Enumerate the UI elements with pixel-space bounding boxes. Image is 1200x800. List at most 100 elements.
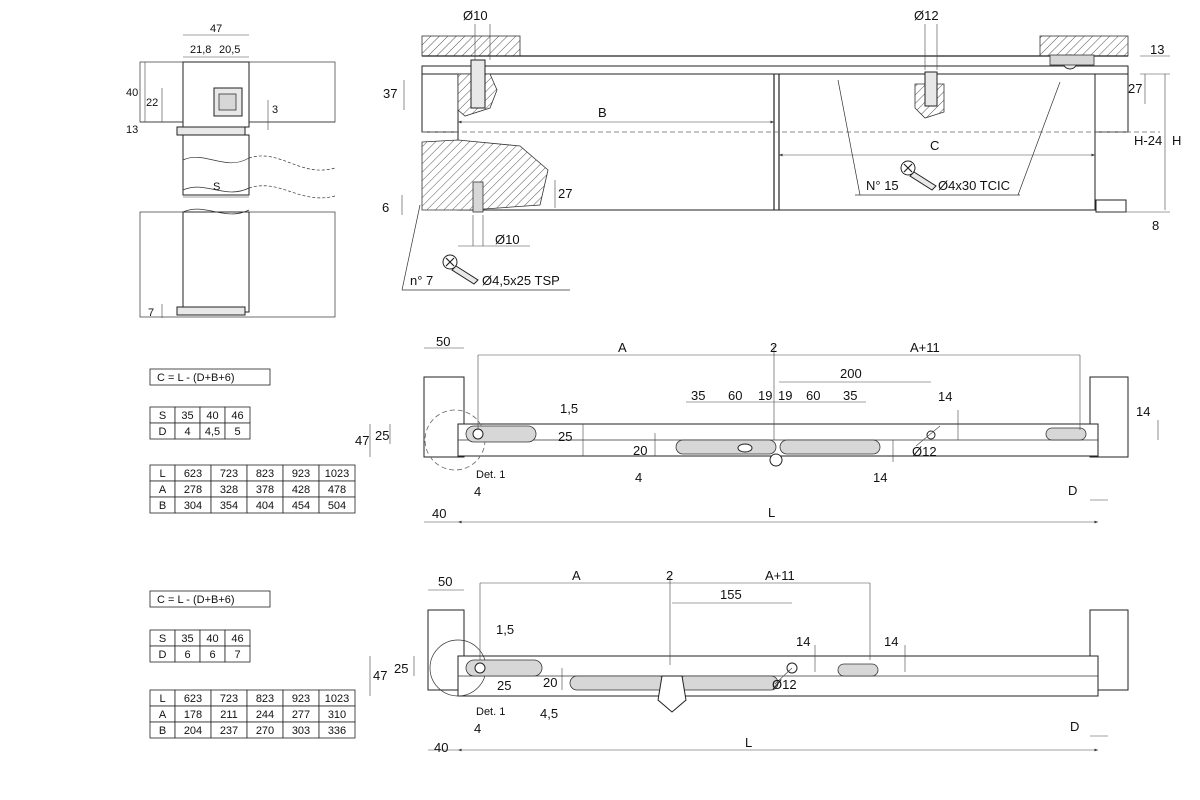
dim-14a-middle: 14 xyxy=(938,389,952,404)
table-cell-text: 328 xyxy=(220,484,238,496)
table-cell-text: 504 xyxy=(328,500,346,512)
dim-a-bottom: A xyxy=(572,568,581,583)
dim-40: 40 xyxy=(126,87,138,99)
dim-60a: 60 xyxy=(728,388,742,403)
dim-4-middle-a: 4 xyxy=(635,470,642,485)
table-cell-text: 478 xyxy=(328,484,346,496)
table-cell-text: 178 xyxy=(184,709,202,721)
dim-47-middle: 47 xyxy=(355,433,369,448)
dim-a-middle: A xyxy=(618,340,627,355)
dim-13-right: 13 xyxy=(1150,42,1164,57)
dim-47-bottom: 47 xyxy=(373,668,387,683)
middle-plan-view: A 2 A+11 50 200 35 60 19 19 60 35 1,5 25… xyxy=(355,334,1159,524)
table-cell-text: 404 xyxy=(256,500,274,512)
dim-d12-top: Ø12 xyxy=(914,8,939,23)
table-cell-text: 4,5 xyxy=(205,426,220,438)
table-cell-text: 378 xyxy=(256,484,274,496)
dim-d10-bottom: Ø10 xyxy=(495,232,520,247)
screw-tcic-spec: Ø4x30 TCIC xyxy=(938,178,1010,193)
formula-bottom: C = L - (D+B+6) xyxy=(157,594,235,606)
ceiling-right xyxy=(1039,35,1129,57)
dim-2-middle: 2 xyxy=(770,340,777,355)
dim-c: C xyxy=(930,138,939,153)
dim-14a-bottom: 14 xyxy=(796,634,810,649)
table-cell-text: 310 xyxy=(328,709,346,721)
dim-d-bottom: D xyxy=(1070,719,1079,734)
table-cell-text: 1023 xyxy=(325,468,349,480)
dim-h-24: H-24 xyxy=(1134,133,1162,148)
table-cell-text: 1023 xyxy=(325,693,349,705)
table-cell-text: 244 xyxy=(256,709,274,721)
table-cell-text: 35 xyxy=(181,633,193,645)
dim-14c-middle: 14 xyxy=(873,470,887,485)
dim-d10-top: Ø10 xyxy=(463,8,488,23)
dim-200: 200 xyxy=(840,366,862,381)
table-cell-text: D xyxy=(159,649,167,661)
table-cell-text: B xyxy=(159,500,166,512)
dim-2-bottom: 2 xyxy=(666,568,673,583)
table-cell-text: 454 xyxy=(292,500,310,512)
dim-35a: 35 xyxy=(691,388,705,403)
door-leaf-front xyxy=(457,73,1096,211)
front-elevation-view: Ø10 Ø12 37 B C 13 27 H-24 H 8 27 6 Ø10 xyxy=(382,8,1181,291)
screw-icon-tsp: n° 7 Ø4,5x25 TSP xyxy=(401,204,570,291)
table-cell-text: 623 xyxy=(184,693,202,705)
screw-tsp-spec: Ø4,5x25 TSP xyxy=(482,273,560,288)
table-cell-text: 6 xyxy=(184,649,190,661)
table-cell-text: A xyxy=(159,709,167,721)
dim-14b-bottom: 14 xyxy=(884,634,898,649)
table-cell-text: 923 xyxy=(292,693,310,705)
dim-20-5: 20,5 xyxy=(219,44,240,56)
table-cell-text: 7 xyxy=(234,649,240,661)
dim-13: 13 xyxy=(126,124,138,136)
table-cell-text: B xyxy=(159,725,166,737)
table-cell-text: L xyxy=(159,468,165,480)
dim-25-bottom-l: 25 xyxy=(394,661,408,676)
table-cell-text: 204 xyxy=(184,725,202,737)
table-cell-text: 237 xyxy=(220,725,238,737)
table-cell-text: 6 xyxy=(209,649,215,661)
table-cell-text: A xyxy=(159,484,167,496)
table-cell-text: 4 xyxy=(184,426,190,438)
dim-37: 37 xyxy=(383,86,397,101)
dim-4-middle-b: 4 xyxy=(474,484,481,499)
track-rail xyxy=(421,65,1129,75)
dim-40-middle: 40 xyxy=(432,506,446,521)
dim-4-5-bottom: 4,5 xyxy=(540,706,558,721)
table-cell-text: 270 xyxy=(256,725,274,737)
dim-20-middle: 20 xyxy=(633,443,647,458)
dim-21-8: 21,8 xyxy=(190,44,211,56)
table-cell-text: 40 xyxy=(206,410,218,422)
table-cell-text: 277 xyxy=(292,709,310,721)
trolley-right xyxy=(1049,54,1095,70)
dim-3: 3 xyxy=(272,104,278,116)
dim-b: B xyxy=(598,105,607,120)
dim-7: 7 xyxy=(148,307,154,319)
dim-20-bottom: 20 xyxy=(543,675,557,690)
dim-40-bottom: 40 xyxy=(434,740,448,755)
table-cell-text: 723 xyxy=(220,693,238,705)
dim-1-5-middle: 1,5 xyxy=(560,401,578,416)
door-panel-top xyxy=(182,134,250,196)
table-cell-text: 354 xyxy=(220,500,238,512)
dim-19b: 19 xyxy=(778,388,792,403)
dim-l-middle: L xyxy=(768,505,775,520)
table-cell xyxy=(224,645,251,663)
dim-47: 47 xyxy=(210,23,222,35)
formula-middle: C = L - (D+B+6) xyxy=(157,372,235,384)
dim-35b: 35 xyxy=(843,388,857,403)
bottom-guide xyxy=(176,306,246,316)
table-cell-text: 336 xyxy=(328,725,346,737)
screw-tcic-count: N° 15 xyxy=(866,178,899,193)
dim-25-middle-l: 25 xyxy=(375,428,389,443)
table-cell-text: 35 xyxy=(181,410,193,422)
dim-d-middle: D xyxy=(1068,483,1077,498)
table-cell xyxy=(224,422,251,440)
dim-h: H xyxy=(1172,133,1181,148)
dim-25-bottom-r: 25 xyxy=(497,678,511,693)
dim-d12-middle: Ø12 xyxy=(912,444,937,459)
